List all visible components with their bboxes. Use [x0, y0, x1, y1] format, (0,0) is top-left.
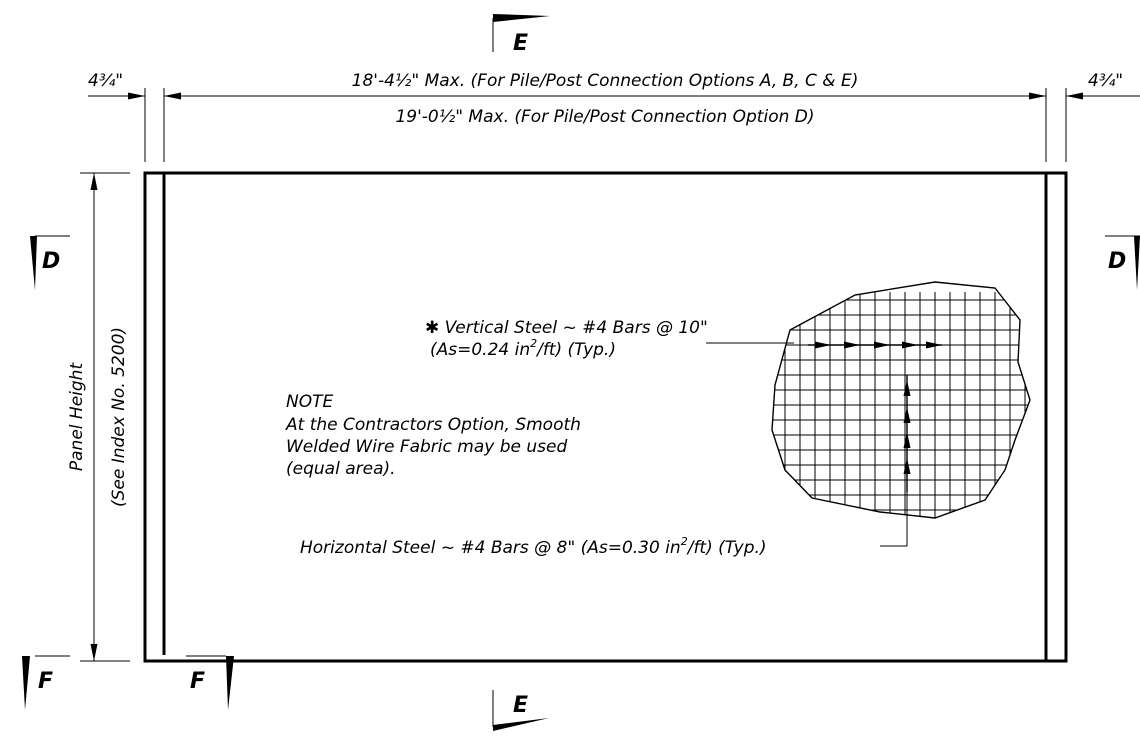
horizontal-steel-callout: Horizontal Steel ~ #4 Bars @ 8" (As=0.30… [300, 535, 767, 558]
section-marker-d-right: D [1105, 235, 1140, 290]
panel-outline [143, 171, 1068, 663]
section-label-f-bottom-left: F [38, 669, 53, 694]
section-label-e-bottom: E [513, 693, 528, 718]
section-marker-e-top: E [492, 14, 550, 56]
dim-max-length-abce: 18'-4½" Max. (For Pile/Post Connection O… [352, 71, 859, 91]
panel-height-reference: (See Index No. 5200) [109, 327, 129, 507]
section-marker-f-inner: F [186, 655, 234, 710]
panel-height-label: Panel Height [67, 362, 87, 472]
reinforcing-mesh-grid [772, 292, 1030, 518]
note-line-2: Welded Wire Fabric may be used [286, 437, 567, 457]
dim-left-edge: 4¾" [88, 71, 123, 91]
section-marker-e-bottom: E [492, 690, 549, 731]
section-label-d-right: D [1108, 249, 1126, 274]
section-label-f-inner: F [190, 669, 205, 694]
vertical-steel-callout: ✱ Vertical Steel ~ #4 Bars @ 10" [425, 318, 708, 338]
top-dimension-lines [88, 88, 1140, 162]
note-line-3: (equal area). [286, 459, 396, 479]
horizontal-steel-leader [880, 492, 908, 547]
section-marker-d-left: D [30, 235, 70, 290]
dim-right-edge: 4¾" [1088, 71, 1123, 91]
reinforcing-mesh-cutout [771, 281, 1031, 519]
panel-height-dimension [80, 172, 130, 662]
section-label-d-left: D [42, 249, 60, 274]
section-marker-f-bottom-left: F [22, 655, 70, 710]
note-line-1: At the Contractors Option, Smooth [285, 415, 581, 435]
dim-max-length-d: 19'-0½" Max. (For Pile/Post Connection O… [395, 107, 814, 127]
note-title: NOTE [286, 392, 333, 412]
vertical-steel-area: (As=0.24 in2/ft) (Typ.) [430, 337, 616, 360]
section-label-e-top: E [513, 31, 528, 56]
